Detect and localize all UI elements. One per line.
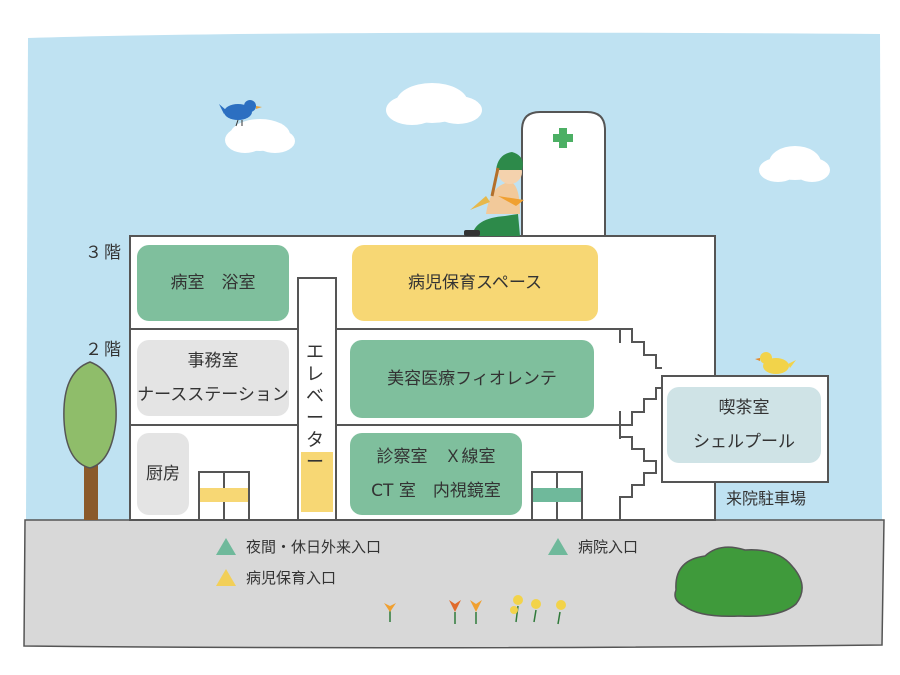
blue-bird-icon [219,100,262,127]
cloud-icon [386,83,482,125]
room-office-label-1: 事務室 [187,351,239,371]
cloud-icon [759,146,830,182]
room-exam-label-2: CT 室 内視鏡室 [371,481,501,501]
green-triangle-icon [548,538,568,555]
cross-icon [553,128,573,148]
elevator-char: タ [306,430,324,451]
room-sick-child-care-label: 病児保育スペース [408,273,542,293]
room-beauty-clinic-label: 美容医療フィオレンテ [387,369,557,389]
elevator-char: ベ [306,386,324,407]
yellow-triangle-icon [216,569,236,586]
room-kitchen: 厨房 [137,433,189,515]
night-entrance-door [198,471,250,521]
room-cafe-label-1: 喫茶室 [718,398,770,418]
girl-illustration [464,152,524,236]
green-triangle-icon [216,538,236,555]
legend-hospital-entrance-label: 病院入口 [578,538,639,556]
legend-hospital-entrance: 病院入口 [548,536,638,557]
bush-icon [674,546,803,618]
legend-sick-child-entrance-label: 病児保育入口 [246,569,337,587]
room-cafe-label-2: シェルプール [693,432,795,452]
elevator-label: エ レ ベ ー タ ー [300,342,330,474]
legend-night-entrance-label: 夜間・休日外来入口 [246,538,382,556]
floor-2-label: ２階 [85,340,123,360]
room-office: 事務室 ナースステーション [137,340,289,416]
tree-icon [63,361,117,520]
elevator-yellow-panel [301,452,333,512]
floor-3-label: ３階 [85,243,123,263]
room-kitchen-label: 厨房 [146,464,180,484]
room-cafe: 喫茶室 シェルプール [667,387,821,463]
hospital-entrance-door [531,471,583,521]
elevator-char: エ [306,342,324,363]
tulip-icon [384,595,566,625]
elevator-char: レ [306,364,324,385]
room-beauty-clinic: 美容医療フィオレンテ [350,340,594,418]
ground [23,519,885,649]
yellow-bird-icon [755,352,796,374]
cloud-icon [225,119,295,153]
legend-sick-child-entrance: 病児保育入口 [216,567,336,588]
room-ward-bath: 病室 浴室 [137,245,289,321]
room-exam: 診察室 Ｘ線室 CT 室 内視鏡室 [350,433,522,515]
elevator-char: ー [306,408,324,429]
room-office-label-2: ナースステーション [137,385,289,405]
room-ward-bath-label: 病室 浴室 [170,273,256,293]
room-sick-child-care: 病児保育スペース [352,245,598,321]
parking-label: 来院駐車場 [726,489,807,508]
legend-night-entrance: 夜間・休日外来入口 [216,536,381,557]
stairs [619,328,715,520]
elevator-char: ー [306,452,324,473]
room-exam-label-1: 診察室 Ｘ線室 [376,447,496,467]
